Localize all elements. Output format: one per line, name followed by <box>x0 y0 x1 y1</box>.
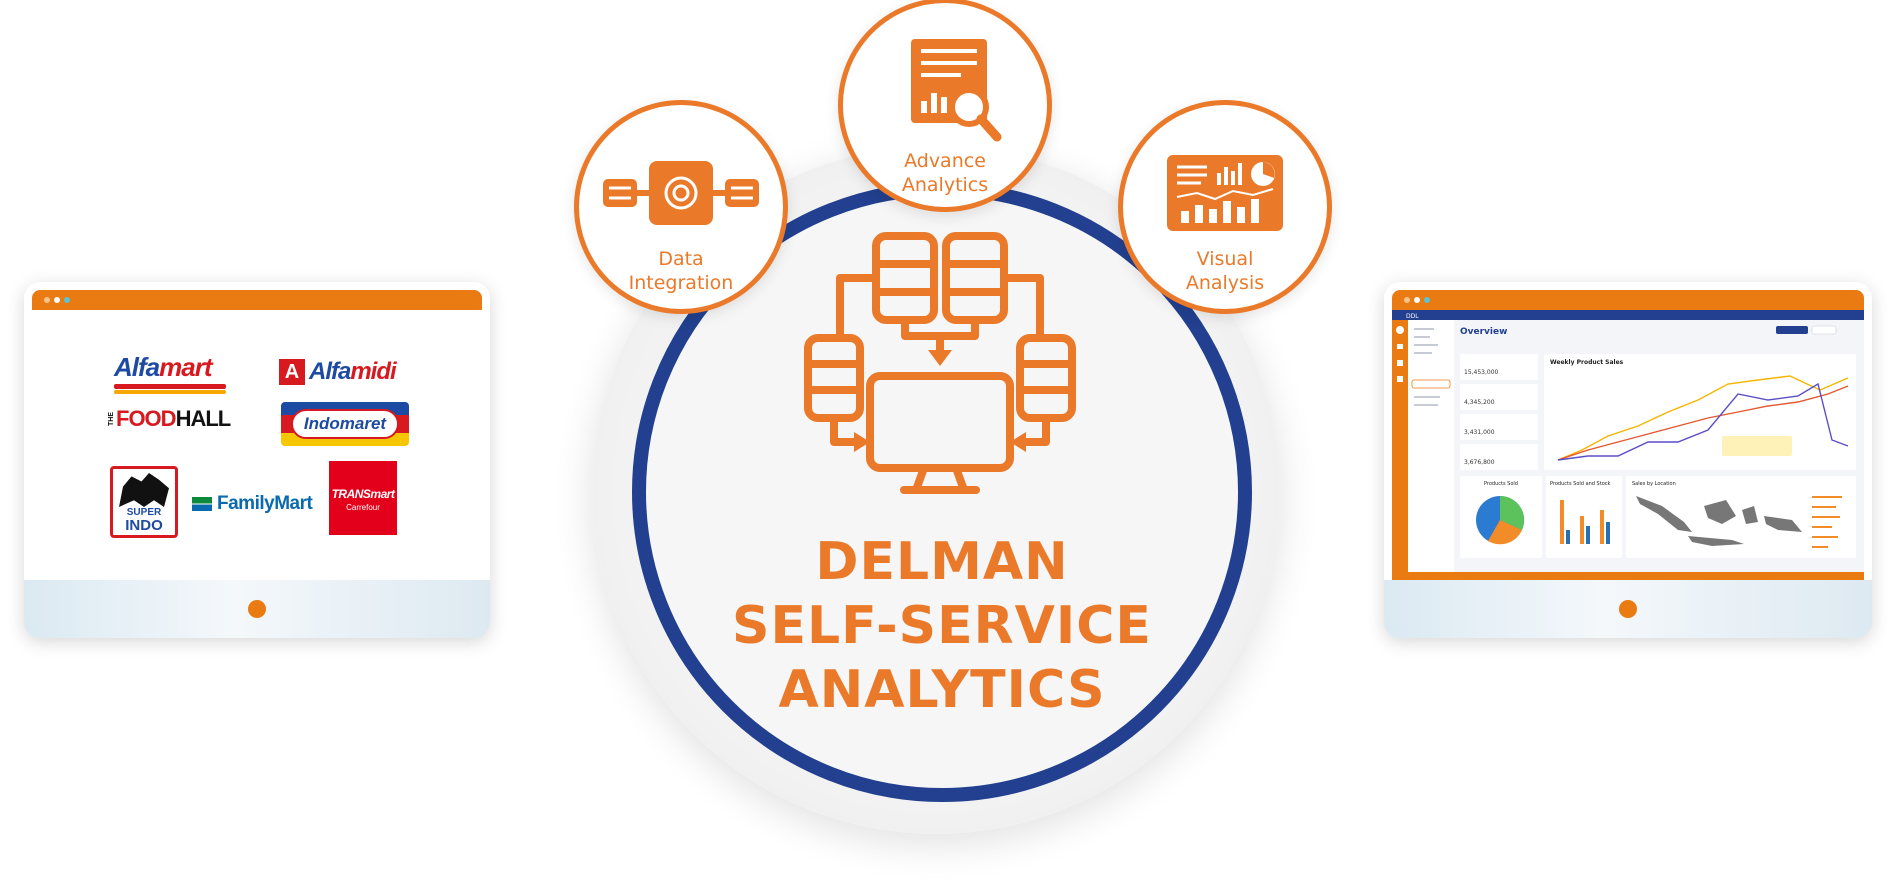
foodhall-logo: THE FOODHALL <box>108 406 231 431</box>
lion-icon <box>119 473 169 507</box>
metric-value: 4,345,200 <box>1464 399 1495 406</box>
window-dot <box>1424 297 1430 303</box>
metric-value: 15,453,000 <box>1464 369 1499 376</box>
flag-icon <box>192 497 212 511</box>
dashboard-icon <box>1167 155 1283 231</box>
satellite-label: Advance <box>904 150 986 172</box>
hub-title-line: SELF-SERVICE <box>732 596 1152 656</box>
database-network-icon <box>804 232 1076 494</box>
hub-title-line: ANALYTICS <box>778 660 1106 720</box>
window-dot <box>1404 297 1410 303</box>
hub-title: DELMAN SELF-SERVICE ANALYTICS <box>632 530 1252 722</box>
dashboard-screen: DDL Overview 15,453,000 4,345,200 3,431,… <box>1392 310 1864 580</box>
window-dot <box>1414 297 1420 303</box>
device-bezel <box>1384 580 1872 638</box>
window-dot <box>44 297 50 303</box>
device-top-bar <box>32 290 482 310</box>
home-button <box>1619 600 1637 618</box>
app-name: DDL <box>1406 313 1419 320</box>
panel-title: Sales by Location <box>1632 481 1676 487</box>
satellite-label: Analytics <box>901 174 989 196</box>
satellite-label: Analysis <box>1185 272 1265 294</box>
satellite-label: Data <box>658 248 704 270</box>
logo-grid: Alfamart A Alfamidi THE FOODHALL Indomar… <box>32 310 482 580</box>
advance-analytics-node: Advance Analytics <box>838 0 1052 212</box>
device-top-bar <box>1392 290 1864 310</box>
alfamidi-logo: A Alfamidi <box>279 358 397 386</box>
window-dot <box>54 297 60 303</box>
superindo-logo: SUPER INDO <box>110 466 178 538</box>
indomaret-logo: Indomaret <box>281 402 409 446</box>
visual-analysis-node: Visual Analysis <box>1118 100 1332 314</box>
satellite-label: Integration <box>628 272 734 294</box>
dashboard-mockup: DDL Overview 15,453,000 4,345,200 3,431,… <box>1392 310 1864 580</box>
familymart-logo: FamilyMart <box>192 493 313 515</box>
metric-value: 3,431,000 <box>1464 429 1495 436</box>
data-integration-icon <box>603 161 759 225</box>
device-bezel <box>24 580 490 638</box>
transmart-logo: TRANSmart Carrefour <box>329 461 397 535</box>
window-dot <box>64 297 70 303</box>
report-magnifier-icon <box>911 39 1002 142</box>
data-integration-node: Data Integration <box>574 100 788 314</box>
satellite-label: Visual <box>1196 248 1254 270</box>
retail-partners-device: Alfamart A Alfamidi THE FOODHALL Indomar… <box>24 282 490 638</box>
metric-value: 3,676,800 <box>1464 459 1495 466</box>
alfamart-logo: Alfamart <box>114 352 226 394</box>
dashboard-device: DDL Overview 15,453,000 4,345,200 3,431,… <box>1384 282 1872 638</box>
page-title: Overview <box>1460 327 1507 337</box>
hub-title-line: DELMAN <box>815 532 1069 592</box>
panel-title: Products Sold and Stock <box>1550 481 1611 487</box>
chart-title: Weekly Product Sales <box>1550 359 1624 366</box>
home-button <box>248 600 266 618</box>
panel-title: Products Sold <box>1484 481 1518 487</box>
